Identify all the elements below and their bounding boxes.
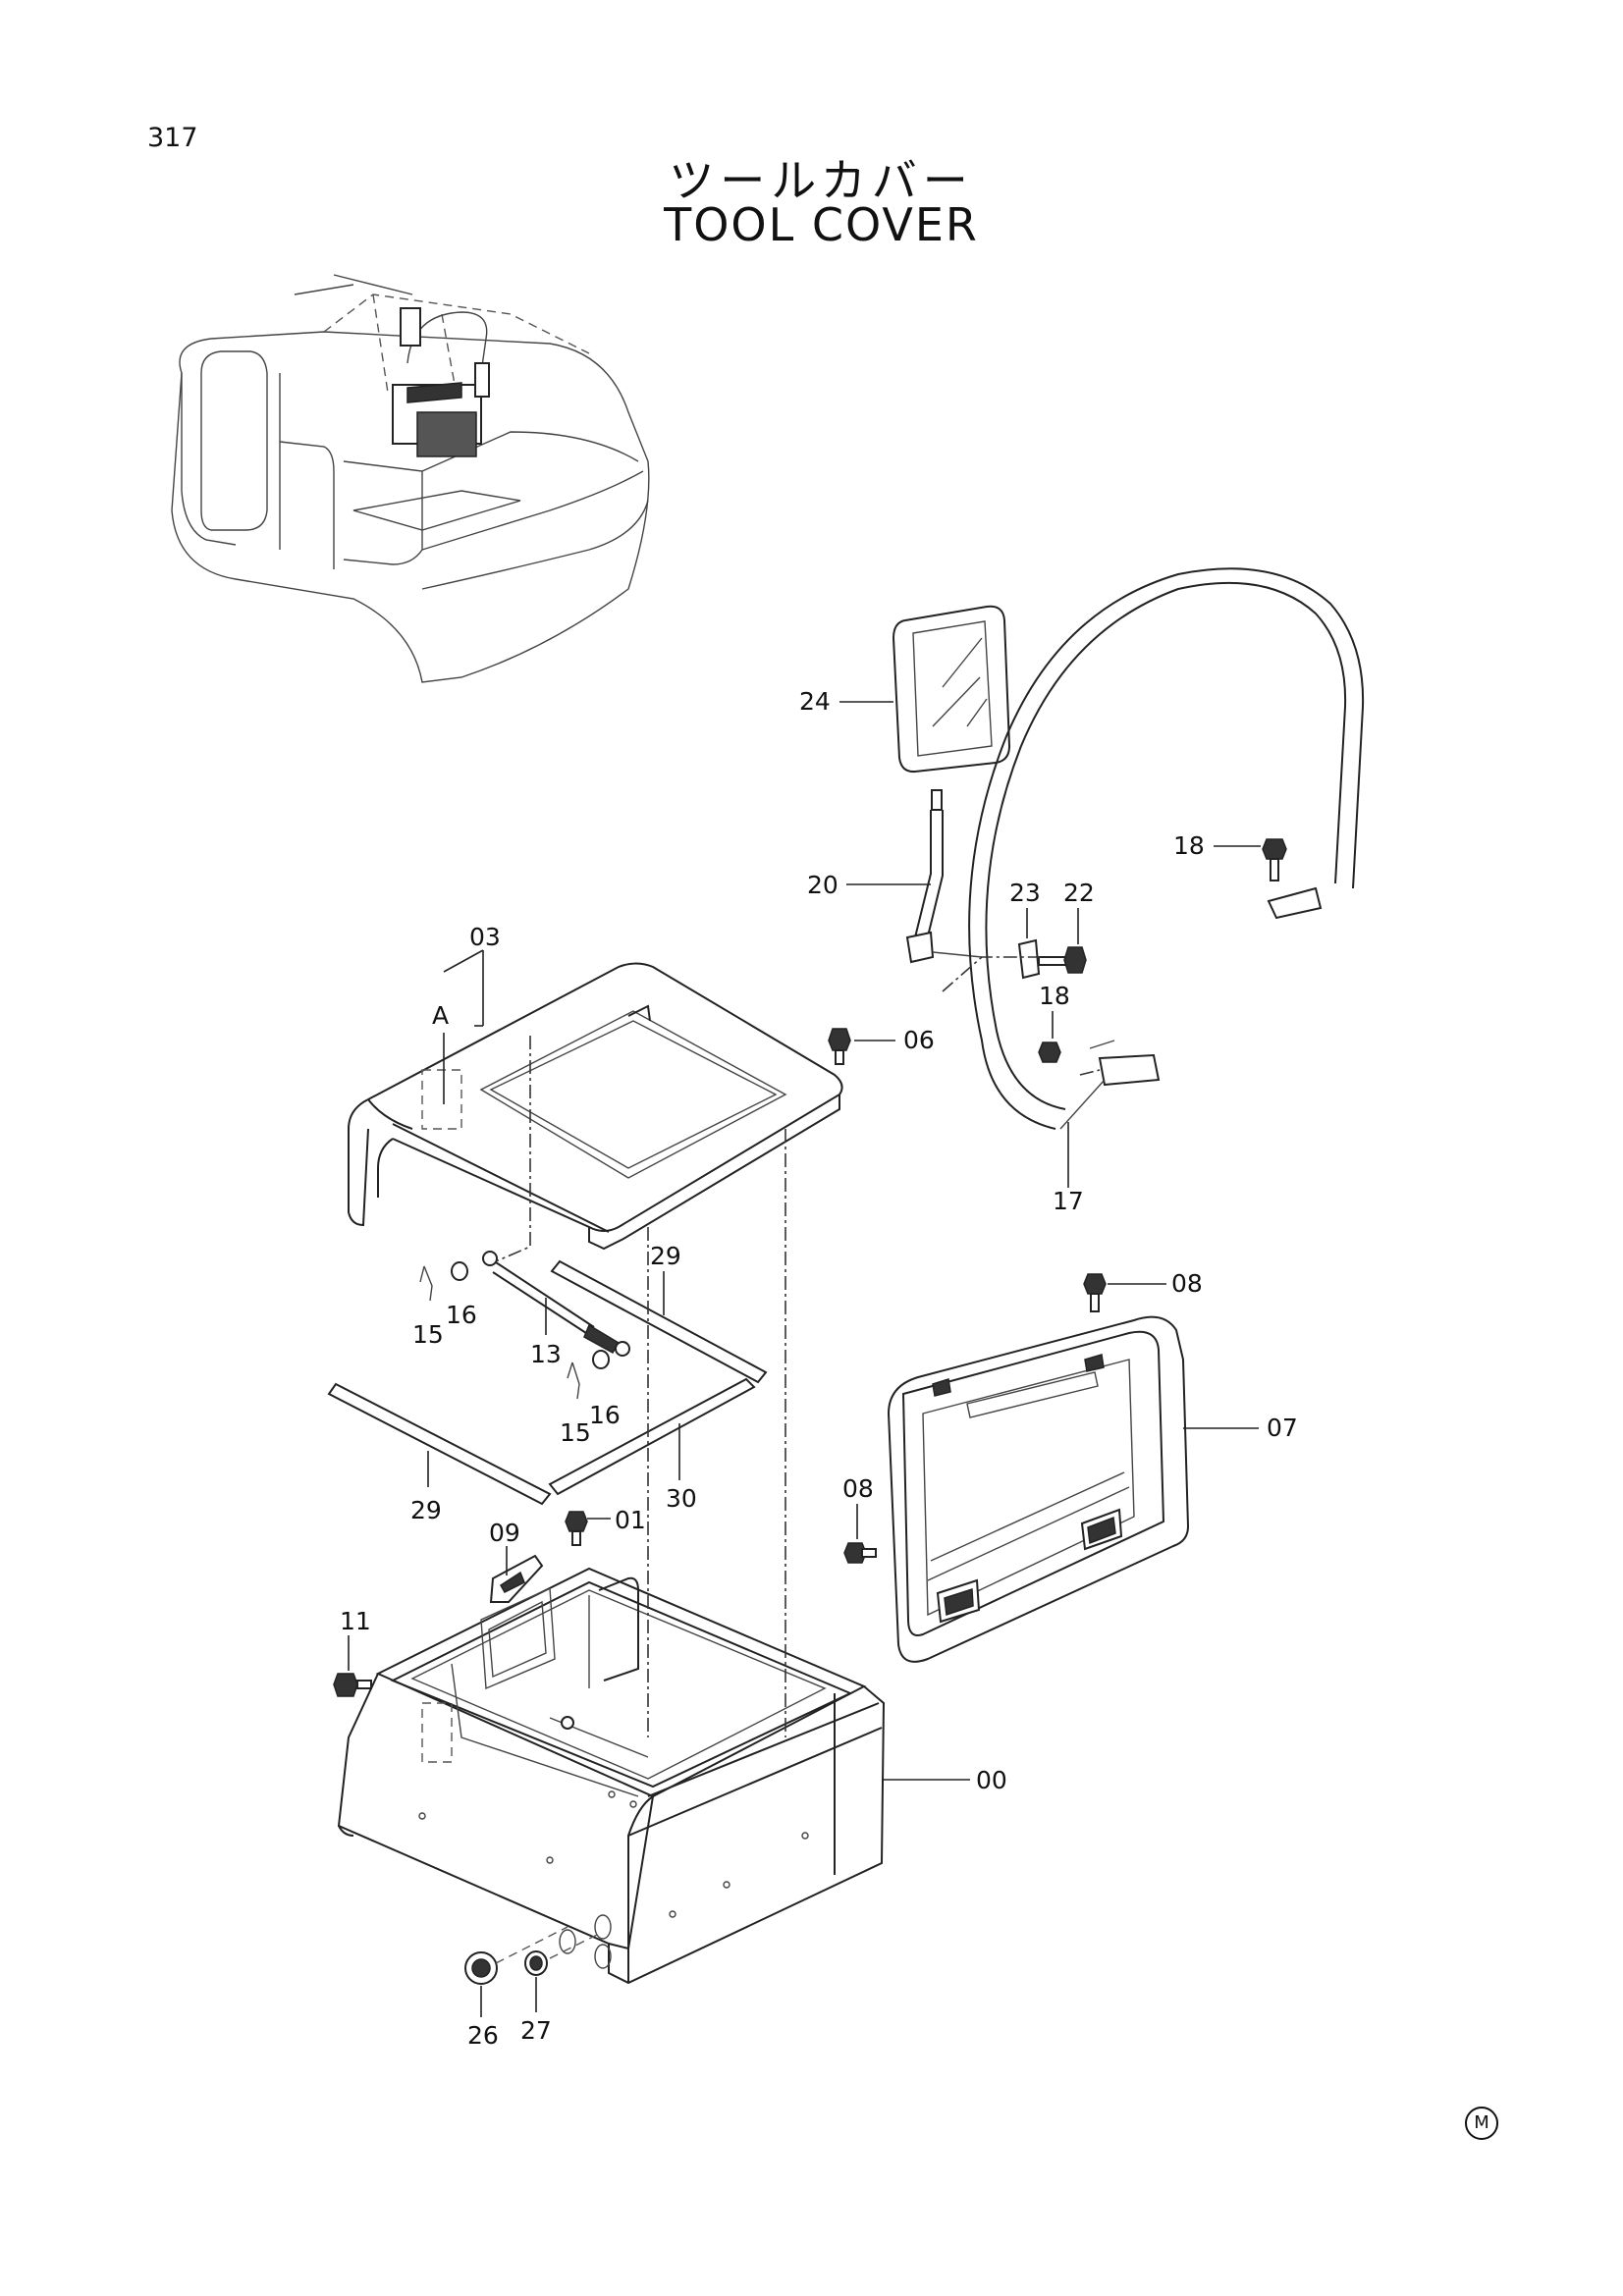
callout-15-upper: 15 [412,1320,444,1349]
callout-07: 07 [1267,1414,1298,1442]
part-gas-spring [482,1251,630,1357]
callout-26: 26 [467,2021,499,2050]
manufacturer-mark: M [1465,2107,1498,2140]
part-mirror-stay [846,789,983,964]
part-mirror [839,605,1011,774]
callout-23: 23 [1009,879,1041,907]
part-clamp-23-bolt-22 [1017,908,1087,980]
part-latch-09 [489,1546,544,1603]
callout-24: 24 [799,687,831,716]
part-bolt-11 [333,1635,372,1697]
callout-labels: 03 A 06 24 20 23 22 18 18 17 08 08 07 29… [340,687,1298,2050]
part-upper-cover [348,949,843,1251]
page-number: 317 [147,123,198,153]
callout-22: 22 [1063,879,1095,907]
callout-15-lower: 15 [560,1418,591,1447]
callout-16-lower: 16 [589,1401,621,1429]
part-seals [327,1259,768,1506]
callout-03: 03 [469,923,501,951]
callout-13: 13 [530,1340,562,1368]
callout-20: 20 [807,871,839,899]
part-handrail [968,567,1365,1188]
callout-A: A [432,1001,449,1030]
title-english: TOOL COVER [664,198,979,251]
callout-06: 06 [903,1026,935,1054]
callout-08-side: 08 [842,1474,874,1503]
callout-17: 17 [1053,1187,1084,1215]
part-bolt-06 [828,1028,895,1065]
part-bolt-18-lower [1038,1011,1061,1063]
part-bolt-08-top [1083,1273,1166,1312]
callout-29-upper: 29 [650,1242,681,1270]
title-japanese: ツールカバー [669,154,974,207]
part-bolt-01 [565,1511,611,1546]
callout-18-upper: 18 [1173,831,1205,860]
callout-16-upper: 16 [446,1301,477,1329]
machine-locator-sketch [171,274,650,683]
callout-27: 27 [520,2016,552,2045]
callout-00: 00 [976,1766,1007,1794]
callout-18-lower: 18 [1039,982,1070,1010]
callout-11: 11 [340,1607,371,1635]
part-side-cover [887,1315,1259,1663]
assembly-lines [495,956,1101,1737]
part-bolt-18-upper [1214,838,1287,881]
callout-01: 01 [615,1506,646,1534]
part-toolbox-body [337,1567,970,1985]
callout-09: 09 [489,1519,520,1547]
callout-30: 30 [666,1484,697,1513]
callout-29-lower: 29 [410,1496,442,1524]
callout-08-top: 08 [1171,1269,1203,1298]
part-grommets [464,1926,600,2017]
part-washers-pins [419,1261,610,1400]
part-bolt-08-side [843,1504,877,1564]
